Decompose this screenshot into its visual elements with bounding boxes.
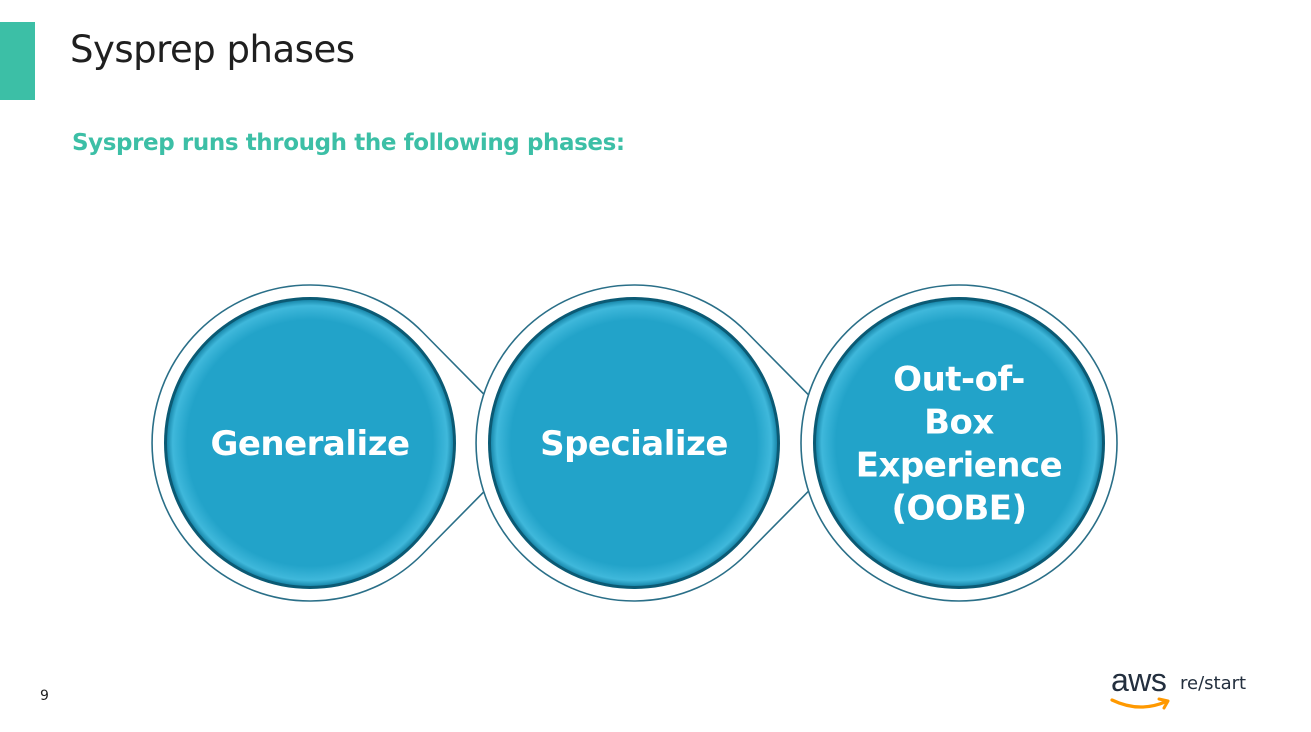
phase-label-2: Specialize bbox=[540, 424, 728, 464]
phase-label-line: Specialize bbox=[540, 424, 728, 464]
slide-subtitle: Sysprep runs through the following phase… bbox=[72, 130, 625, 156]
page-title: Sysprep phases bbox=[70, 28, 355, 71]
aws-wordmark: aws bbox=[1111, 662, 1167, 698]
phase-node-2: Specialize bbox=[475, 284, 858, 602]
restart-wordmark: re/start bbox=[1180, 673, 1247, 694]
phase-circle-3 bbox=[816, 300, 1102, 586]
phase-label-1: Generalize bbox=[210, 424, 409, 464]
aws-restart-logo: aws re/start bbox=[1105, 662, 1265, 716]
phase-label-line: Box bbox=[924, 403, 994, 443]
title-accent-bar bbox=[0, 22, 35, 100]
aws-smile-icon bbox=[1110, 697, 1170, 710]
phase-circle-1 bbox=[167, 300, 453, 586]
phase-label-line: (OOBE) bbox=[891, 489, 1026, 529]
phase-label-line: Out-of- bbox=[893, 360, 1025, 400]
phase-circle-2 bbox=[491, 300, 777, 586]
phase-node-1: Generalize bbox=[151, 284, 534, 602]
page-number: 9 bbox=[40, 688, 49, 704]
phase-label-line: Experience bbox=[856, 446, 1062, 486]
phase-label-line: Generalize bbox=[210, 424, 409, 464]
